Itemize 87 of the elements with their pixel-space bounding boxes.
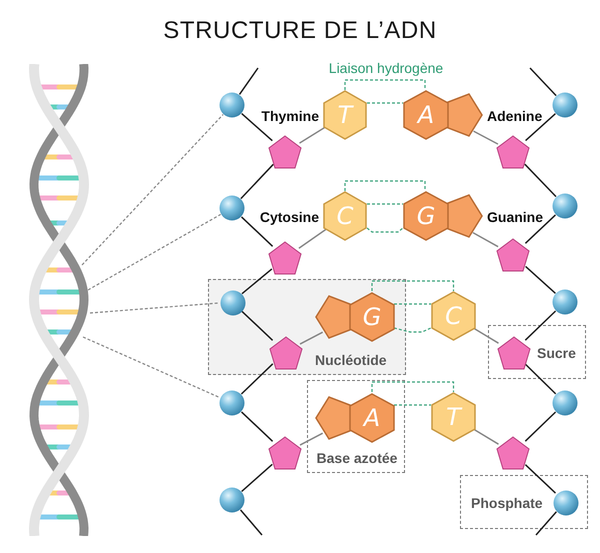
connector-line bbox=[240, 164, 274, 200]
sugar-pentagon bbox=[497, 336, 531, 370]
base-letter: G bbox=[362, 305, 382, 329]
dashed-line bbox=[82, 114, 224, 266]
phosphate-sphere bbox=[219, 195, 245, 221]
phosphate-sphere bbox=[219, 487, 245, 513]
base-letter: C bbox=[444, 304, 463, 328]
sugar-pentagon bbox=[268, 135, 302, 169]
connector-line bbox=[525, 113, 556, 142]
sugar-pentagon bbox=[496, 135, 530, 169]
dashed-line bbox=[367, 203, 403, 205]
base-name-label: Guanine bbox=[487, 208, 544, 227]
dashed-line bbox=[394, 327, 432, 333]
sugar-pentagon bbox=[268, 241, 302, 275]
nitrogen-base-shape bbox=[431, 291, 476, 341]
connector-line bbox=[241, 113, 273, 142]
nitrogen-base-shape bbox=[314, 393, 395, 443]
dna-helix-drawing bbox=[26, 64, 92, 536]
title: STRUCTURE DE L’ADN bbox=[162, 16, 438, 46]
connector-line bbox=[472, 232, 498, 248]
connector-line bbox=[298, 228, 327, 249]
base-letter: A bbox=[362, 406, 382, 430]
dashed-line bbox=[371, 381, 454, 392]
dashed-line bbox=[90, 302, 220, 314]
dashed-line bbox=[394, 404, 431, 406]
dashed-line bbox=[344, 79, 426, 90]
connector-line bbox=[525, 266, 556, 294]
dashed-frame bbox=[208, 279, 406, 375]
dashed-line bbox=[366, 228, 404, 233]
connector-line bbox=[524, 411, 556, 442]
connector-line bbox=[238, 68, 259, 95]
base-letter: C bbox=[336, 204, 354, 228]
base-letter: T bbox=[336, 103, 355, 127]
connector-line bbox=[300, 432, 324, 446]
base-letter: A bbox=[416, 103, 436, 127]
connector-line bbox=[241, 464, 273, 492]
connector-line bbox=[529, 67, 557, 96]
connector-line bbox=[240, 216, 274, 247]
phosphate-sphere bbox=[553, 490, 579, 516]
connector-line bbox=[242, 268, 272, 294]
connector-line bbox=[240, 310, 274, 341]
connector-line bbox=[240, 411, 274, 442]
connector-line bbox=[524, 310, 556, 341]
base-name-label: Thymine bbox=[260, 107, 319, 126]
frame-label: Base azotée bbox=[316, 449, 398, 468]
nitrogen-base-shape bbox=[431, 392, 476, 442]
phosphate-sphere bbox=[552, 390, 578, 416]
connector-line bbox=[472, 327, 499, 344]
dashed-line bbox=[371, 280, 454, 291]
dashed-frame bbox=[307, 380, 405, 473]
connector-line bbox=[300, 332, 324, 345]
connector-line bbox=[240, 509, 263, 536]
connector-line bbox=[240, 363, 274, 395]
dashed-line bbox=[88, 214, 221, 291]
base-name-label: Cytosine bbox=[258, 208, 319, 227]
phosphate-sphere bbox=[219, 92, 245, 118]
dashed-line bbox=[344, 180, 426, 191]
sugar-pentagon bbox=[269, 336, 303, 370]
dashed-frame bbox=[460, 475, 588, 529]
phosphate-sphere bbox=[220, 290, 246, 316]
base-name-label: Adenine bbox=[487, 107, 544, 126]
connector-line bbox=[535, 511, 557, 536]
frame-label: Sucre bbox=[537, 344, 576, 363]
connector-line bbox=[524, 363, 556, 394]
hydrogen-bond-label: Liaison hydrogène bbox=[328, 59, 444, 78]
phosphate-sphere bbox=[552, 289, 578, 315]
dashed-line bbox=[394, 303, 431, 305]
dashed-frame bbox=[488, 325, 586, 379]
dashed-line bbox=[367, 102, 403, 104]
sugar-pentagon bbox=[496, 238, 530, 272]
frame-label: Phosphate bbox=[471, 494, 543, 513]
frame-label: Nucléotide bbox=[315, 351, 387, 370]
sugar-pentagon bbox=[268, 436, 302, 470]
phosphate-sphere bbox=[219, 390, 245, 416]
nitrogen-base-shape bbox=[314, 292, 395, 342]
base-letter: G bbox=[416, 204, 436, 228]
phosphate-sphere bbox=[552, 193, 578, 219]
connector-line bbox=[524, 464, 556, 494]
connector-line bbox=[524, 214, 556, 244]
connector-line bbox=[524, 164, 557, 198]
sugar-pentagon bbox=[496, 436, 530, 470]
connector-line bbox=[472, 428, 499, 445]
phosphate-sphere bbox=[552, 92, 578, 118]
connector-line bbox=[473, 130, 498, 145]
connector-line bbox=[299, 126, 326, 144]
base-letter: T bbox=[445, 405, 464, 429]
dashed-line bbox=[82, 336, 220, 398]
